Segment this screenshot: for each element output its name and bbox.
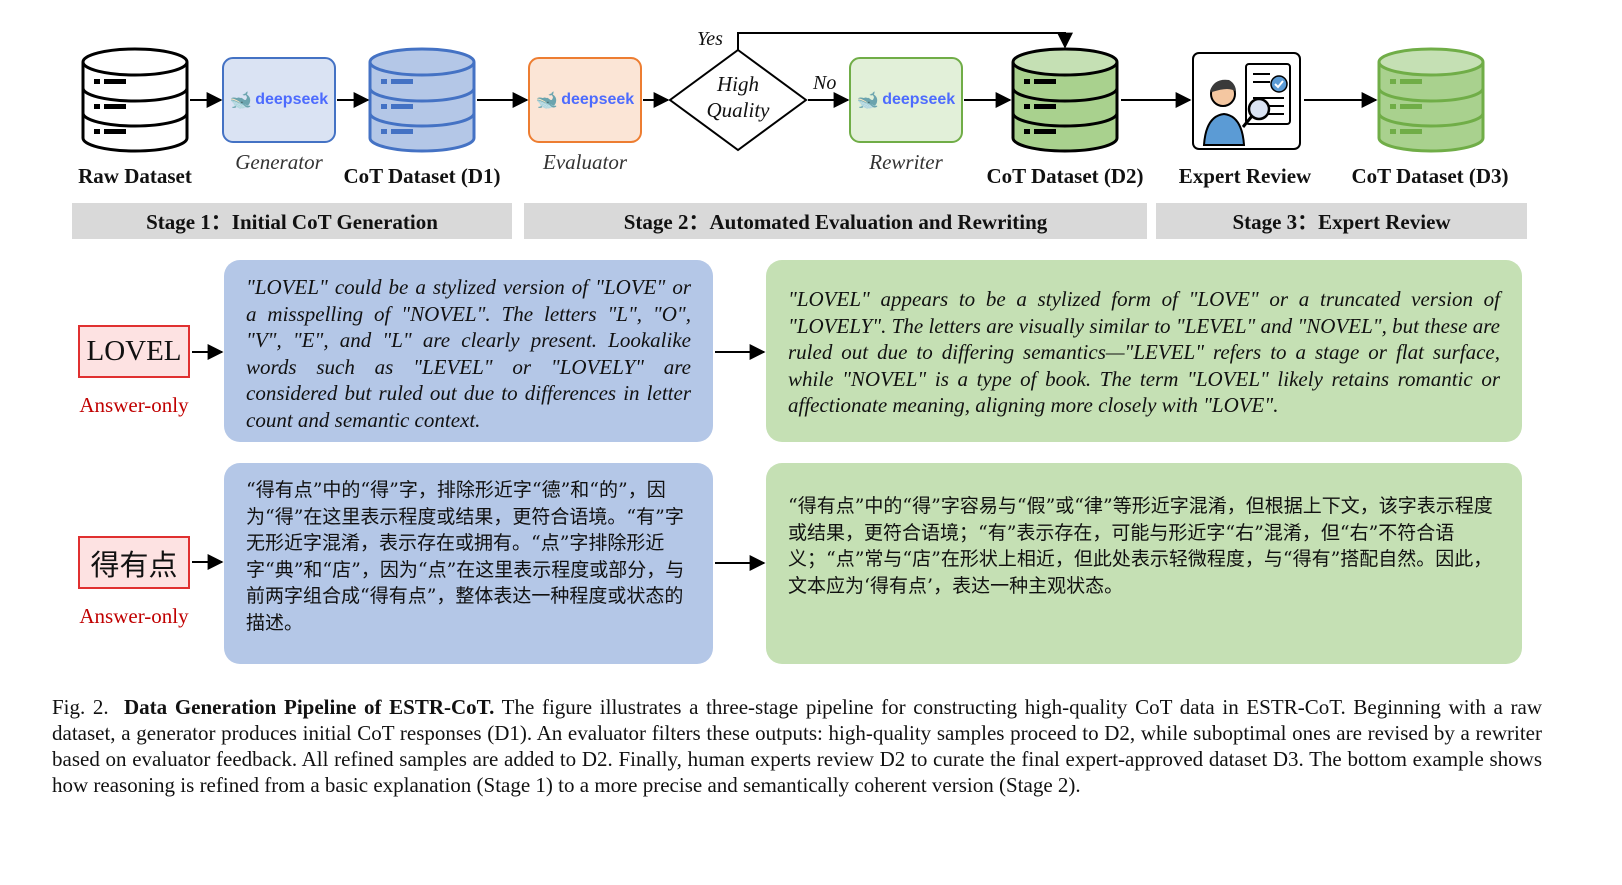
example-2-stage2-box: “得有点”中的“得”字容易与“假”或“律”等形近字混淆，但根据上下文，该字表示程… <box>766 463 1522 664</box>
rewriter-logo-text: deepseek <box>882 91 956 108</box>
pipeline-diagram <box>81 32 1485 571</box>
rewriter-label: Rewriter <box>869 150 943 174</box>
example-1-stage1-text: "LOVEL" could be a stylized version of "… <box>246 275 691 432</box>
raw-dataset-label: Raw Dataset <box>78 164 192 188</box>
deepseek-whale-icon: 🐋 <box>535 89 559 110</box>
cot-d1-icon <box>368 47 476 153</box>
cot-d3-icon <box>1377 47 1485 153</box>
example-1-stage2-text: "LOVEL" appears to be a stylized form of… <box>788 287 1500 417</box>
evaluator-logo: 🐋 deepseek <box>529 58 641 142</box>
example-1-word: LOVEL <box>78 325 190 378</box>
example-1-stage2-box: "LOVEL" appears to be a stylized form of… <box>766 260 1522 442</box>
example-2-stage1-text: “得有点”中的“得”字，排除形近字“德”和“的”，因为“得”在这里表示程度或结果… <box>246 479 685 634</box>
no-label: No <box>813 72 837 94</box>
evaluator-label: Evaluator <box>543 150 627 174</box>
deepseek-whale-icon: 🐋 <box>229 89 253 110</box>
cot-d2-icon <box>1011 47 1119 153</box>
example-2-word: 得有点 <box>78 536 190 589</box>
example-2-tag: Answer-only <box>79 604 189 628</box>
raw-dataset-icon <box>81 47 189 153</box>
quality-decision-diamond <box>668 48 808 152</box>
caption-body: The figure illustrates a three-stage pip… <box>52 695 1543 797</box>
figure-caption: Fig. 2. Data Generation Pipeline of ESTR… <box>52 694 1542 798</box>
rewriter-logo: 🐋 deepseek <box>850 58 962 142</box>
rewriter-box <box>849 57 963 143</box>
cot-d1-label: CoT Dataset (D1) <box>343 164 501 188</box>
stage-2-bar: Stage 2：Automated Evaluation and Rewriti… <box>524 203 1147 239</box>
generator-box <box>222 57 336 143</box>
example-1-tag: Answer-only <box>79 393 189 417</box>
expert-review-label: Expert Review <box>1178 164 1312 188</box>
evaluator-box <box>528 57 642 143</box>
generator-logo: 🐋 deepseek <box>223 58 335 142</box>
example-arrows <box>192 344 766 571</box>
generator-label: Generator <box>235 150 323 174</box>
decision-line2: Quality <box>706 98 770 122</box>
evaluator-logo-text: deepseek <box>561 91 635 108</box>
deepseek-whale-icon: 🐋 <box>856 89 880 110</box>
cot-d2-label: CoT Dataset (D2) <box>986 164 1144 188</box>
caption-fig-number: Fig. 2. <box>52 695 109 719</box>
pipeline-arrows <box>190 32 1378 108</box>
yes-label: Yes <box>697 28 723 50</box>
generator-logo-text: deepseek <box>255 91 329 108</box>
expert-review-icon <box>1192 52 1301 150</box>
cot-d3-label: CoT Dataset (D3) <box>1351 164 1509 188</box>
example-2-stage1-box: “得有点”中的“得”字，排除形近字“德”和“的”，因为“得”在这里表示程度或结果… <box>224 463 713 664</box>
example-1-stage1-box: "LOVEL" could be a stylized version of "… <box>224 260 713 442</box>
decision-line1: High <box>717 72 759 96</box>
example-2-stage2-text: “得有点”中的“得”字容易与“假”或“律”等形近字混淆，但根据上下文，该字表示程… <box>788 495 1493 597</box>
stage-1-bar: Stage 1：Initial CoT Generation <box>72 203 512 239</box>
decision-label: High Quality <box>688 71 788 123</box>
stage-3-bar: Stage 3：Expert Review <box>1156 203 1527 239</box>
caption-title: Data Generation Pipeline of ESTR-CoT. <box>124 695 495 719</box>
